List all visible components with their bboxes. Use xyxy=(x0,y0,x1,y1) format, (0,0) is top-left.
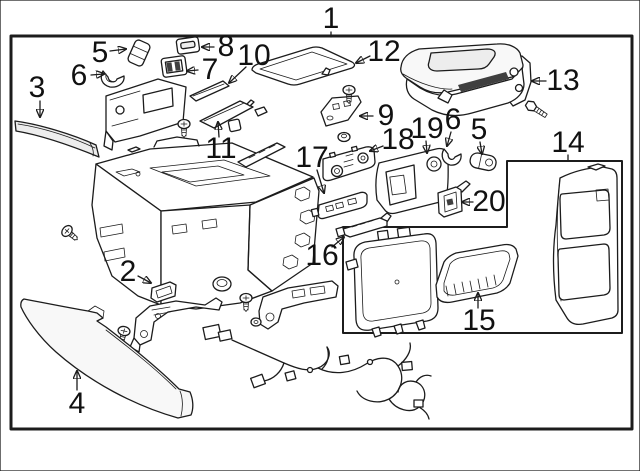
callout-leader-6 xyxy=(90,74,104,75)
part-accessory-switch xyxy=(160,55,188,78)
part-mount-bracket-right xyxy=(258,280,339,330)
callout-16[interactable]: 16 xyxy=(305,239,338,272)
part-wiring-harness xyxy=(202,317,432,420)
callout-5[interactable]: 5 xyxy=(471,113,488,146)
part-outlet-socket-front xyxy=(127,39,151,67)
callout-12[interactable]: 12 xyxy=(367,35,400,68)
callout-13[interactable]: 13 xyxy=(546,64,579,97)
callout-leader-7 xyxy=(187,70,199,71)
figure-border xyxy=(9,34,634,431)
part-lower-side-trim xyxy=(20,298,194,419)
part-rear-mat xyxy=(320,95,362,127)
callout-14[interactable]: 14 xyxy=(551,126,584,159)
screw xyxy=(177,118,191,139)
part-upper-side-trim xyxy=(14,120,100,158)
part-grommet-nut xyxy=(337,131,351,143)
callout-10[interactable]: 10 xyxy=(237,39,270,72)
callout-leader-6 xyxy=(447,131,451,146)
callout-leader-17 xyxy=(316,169,324,193)
part-front-bracket xyxy=(103,78,187,151)
callout-leader-18 xyxy=(370,146,384,151)
part-small-bezel xyxy=(150,281,177,303)
callout-18[interactable]: 18 xyxy=(381,123,414,156)
part-console-body xyxy=(91,136,320,310)
part-small-clip xyxy=(227,106,268,133)
callout-leader-16 xyxy=(331,237,344,248)
part-armrest-lid-assembly xyxy=(400,43,532,117)
callout-11[interactable]: 11 xyxy=(205,132,236,165)
part-switch-blank xyxy=(175,36,201,55)
part-retainer-clip-rear xyxy=(441,148,462,166)
callout-leader-10 xyxy=(229,66,247,83)
part-outlet-block xyxy=(437,180,471,218)
part-retainer-clip-front xyxy=(100,70,125,88)
part-rubber-tray xyxy=(435,243,519,304)
callout-20[interactable]: 20 xyxy=(472,185,505,218)
callout-leader-2 xyxy=(137,275,151,283)
part-mount-bracket-left xyxy=(129,297,223,353)
callout-19[interactable]: 19 xyxy=(410,112,443,145)
part-rear-finish-panel xyxy=(552,163,619,326)
callout-2[interactable]: 2 xyxy=(120,255,137,288)
screw xyxy=(59,222,82,245)
part-control-panel xyxy=(322,145,376,182)
callout-8[interactable]: 8 xyxy=(218,30,235,63)
part-rail-bracket xyxy=(335,212,392,238)
part-trim-strip xyxy=(189,80,230,102)
part-switch-strip xyxy=(310,191,368,220)
callout-6[interactable]: 6 xyxy=(445,103,462,136)
part-outlet-socket-rear xyxy=(469,152,497,172)
part-lid-mat xyxy=(251,46,356,86)
callout-6[interactable]: 6 xyxy=(71,59,88,92)
callout-4[interactable]: 4 xyxy=(69,387,86,420)
callout-leader-5 xyxy=(109,49,126,51)
subassembly-box xyxy=(342,160,623,334)
callout-leader-5 xyxy=(480,141,482,154)
part-trim-bezel xyxy=(375,147,449,215)
callout-9[interactable]: 9 xyxy=(378,99,395,132)
callout-15[interactable]: 15 xyxy=(462,304,495,337)
callout-leader-11 xyxy=(218,122,219,138)
callout-7[interactable]: 7 xyxy=(202,53,219,86)
callout-3[interactable]: 3 xyxy=(29,71,46,104)
part-storage-compartment xyxy=(345,226,439,338)
callout-leader-12 xyxy=(356,55,371,63)
callout-5[interactable]: 5 xyxy=(92,36,109,69)
callout-17[interactable]: 17 xyxy=(295,141,328,174)
hex-bolt xyxy=(523,98,550,121)
callout-1[interactable]: 1 xyxy=(323,2,340,35)
callout-leader-19 xyxy=(426,140,427,153)
part-liner-mat xyxy=(199,99,255,129)
